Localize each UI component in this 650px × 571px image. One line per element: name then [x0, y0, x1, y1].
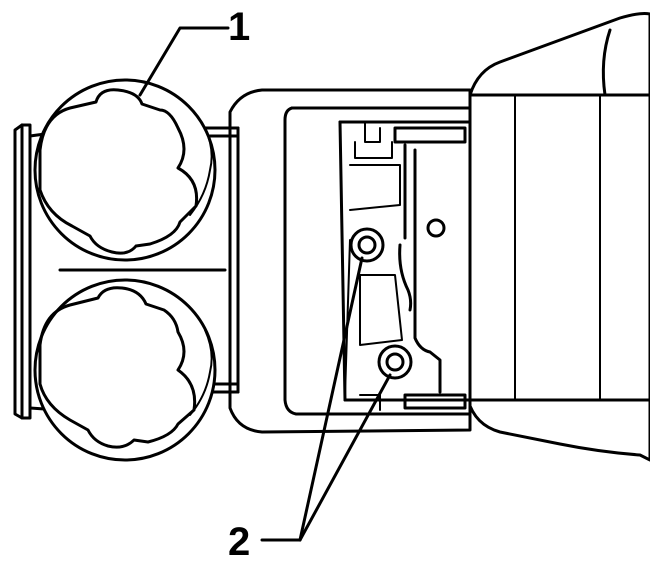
screw-lower	[377, 344, 413, 380]
callout-2: 2	[228, 256, 392, 564]
callout-1: 1	[138, 5, 250, 97]
cupholder-upper	[33, 78, 217, 262]
screw-upper	[349, 227, 385, 263]
callout-1-label: 1	[228, 5, 250, 49]
armrest	[466, 12, 650, 462]
callout-2-label: 2	[228, 520, 250, 564]
cupholder-lower	[33, 278, 217, 462]
